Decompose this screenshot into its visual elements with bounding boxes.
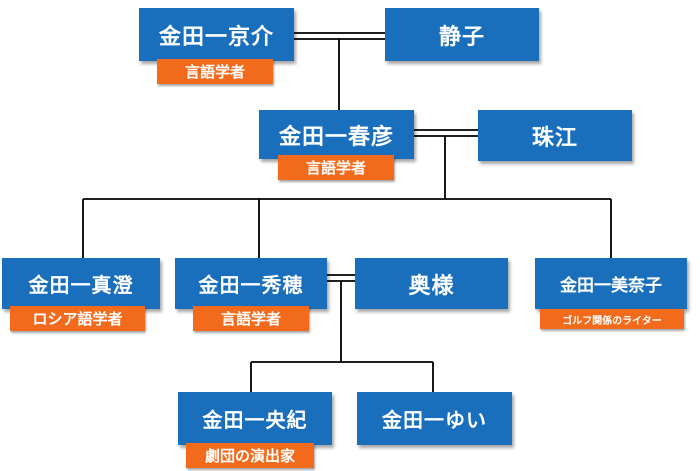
role-label: ロシア語学者 — [32, 310, 123, 328]
role-label: 言語学者 — [305, 159, 366, 177]
person-kyosuke: 金田一京介 — [139, 8, 294, 61]
person-okusama: 奥様 — [355, 258, 508, 309]
role-tag-masumi: ロシア語学者 — [10, 306, 145, 331]
role-label: 言語学者 — [184, 63, 245, 81]
person-shizuko: 静子 — [385, 8, 539, 61]
person-name: 金田一真澄 — [28, 273, 134, 297]
person-minako: 金田一美奈子 — [535, 258, 687, 309]
person-name: 金田一ゆい — [382, 408, 487, 432]
role-tag-kyosuke: 言語学者 — [157, 59, 273, 84]
person-tamae: 珠江 — [478, 110, 632, 161]
role-tag-hideho: 言語学者 — [193, 306, 309, 331]
role-tag-minako: ゴルフ関係のライター — [540, 309, 684, 329]
role-tag-ouki: 劇団の演出家 — [186, 443, 314, 468]
person-name: 珠江 — [531, 125, 578, 151]
role-label: 言語学者 — [220, 310, 281, 328]
person-ouki: 金田一央紀 — [178, 392, 332, 445]
person-yui: 金田一ゆい — [357, 392, 512, 445]
person-masumi: 金田一真澄 — [2, 258, 160, 309]
role-label: 劇団の演出家 — [204, 447, 295, 465]
person-name: 金田一美奈子 — [560, 276, 662, 296]
person-hideho: 金田一秀穂 — [175, 258, 327, 309]
role-label: ゴルフ関係のライター — [562, 315, 662, 327]
person-name: 金田一央紀 — [202, 408, 308, 432]
person-name: 金田一春彦 — [278, 124, 394, 150]
person-name: 金田一秀穂 — [198, 273, 304, 297]
role-tag-haruhiko: 言語学者 — [278, 155, 394, 180]
person-name: 静子 — [438, 24, 485, 50]
person-name: 金田一京介 — [158, 24, 274, 50]
person-name: 奥様 — [408, 273, 455, 299]
person-haruhiko: 金田一春彦 — [259, 110, 414, 159]
